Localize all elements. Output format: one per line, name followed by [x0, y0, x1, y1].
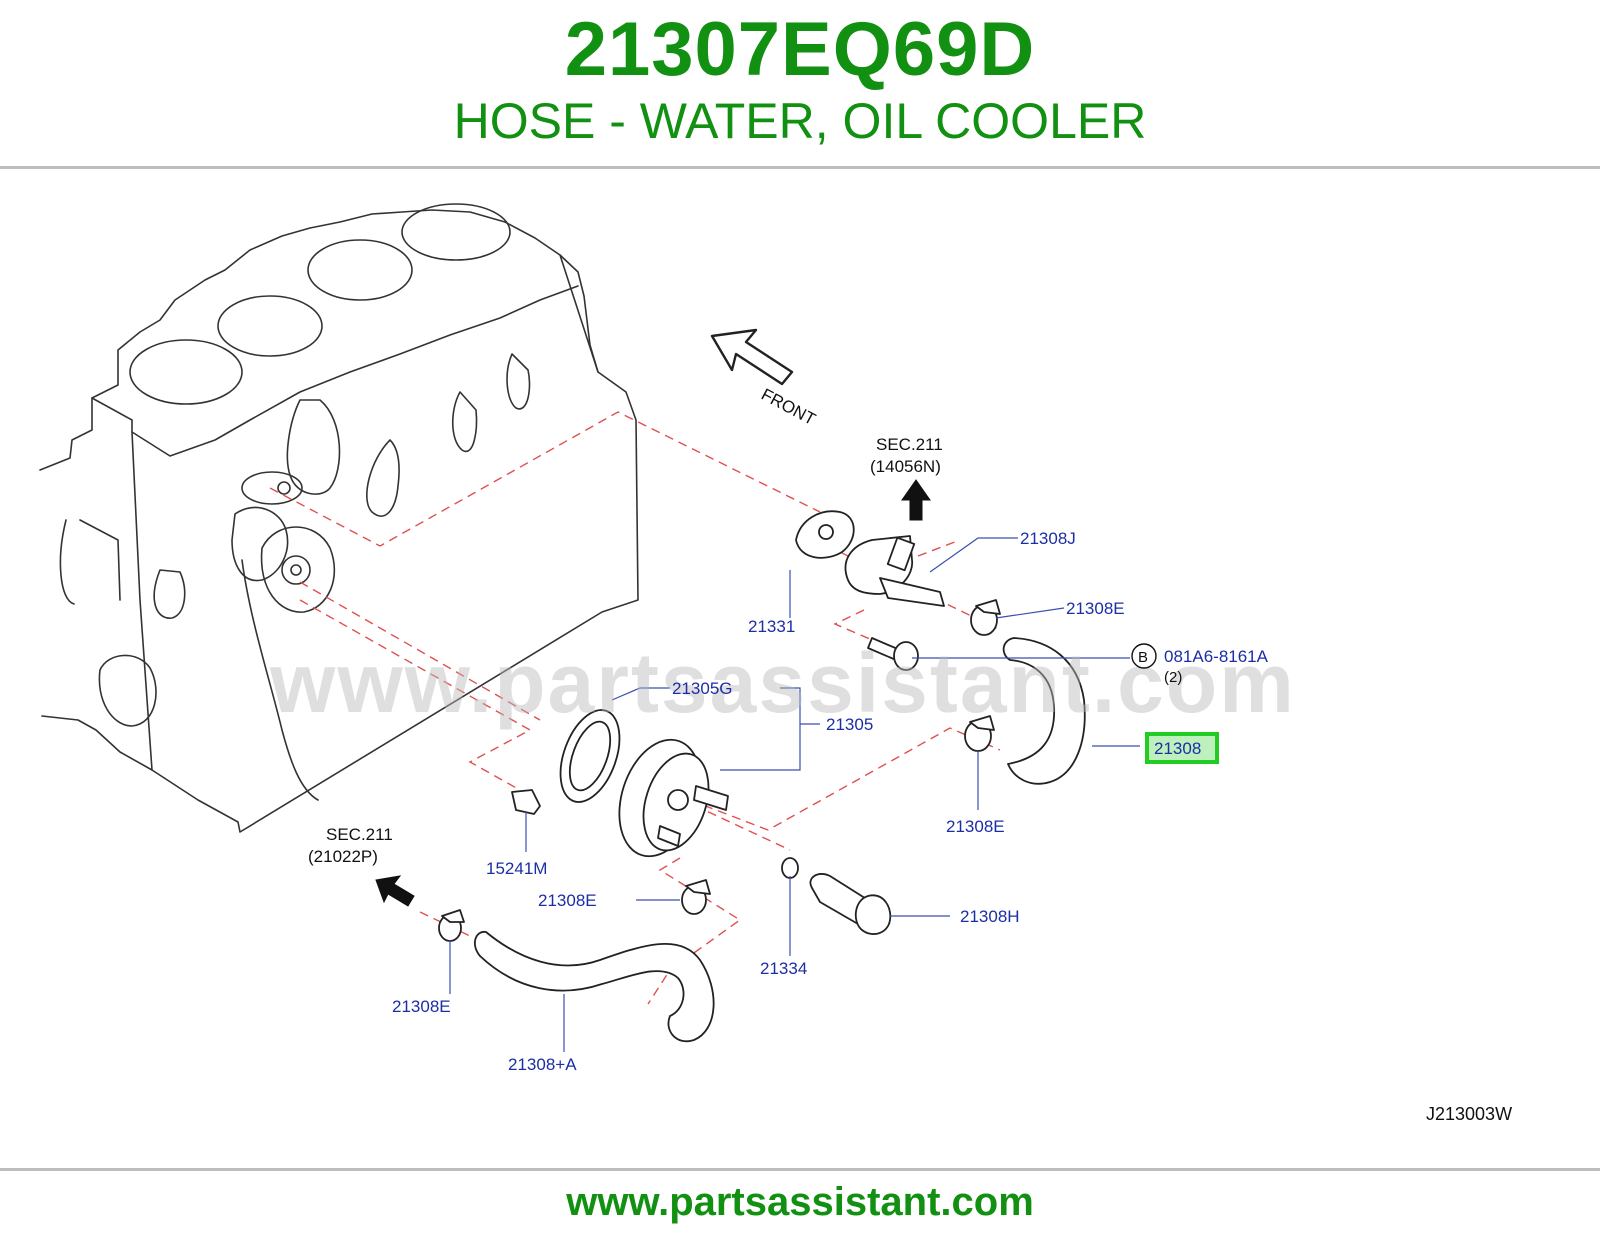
sec-left-arrow-icon [375, 875, 415, 907]
water-outlet-21331-part [795, 510, 945, 607]
label-21305G[interactable]: 21305G [672, 679, 733, 698]
label-21308J[interactable]: 21308J [1020, 529, 1076, 548]
label-21308A[interactable]: 21308+A [508, 1055, 577, 1074]
header-divider [0, 166, 1600, 169]
label-21308E-left[interactable]: 21308E [392, 997, 451, 1016]
plug-15241M-part [511, 789, 541, 815]
parts-diagram: www.partsassistant.com FRONT SEC.211 (14… [0, 170, 1600, 1166]
parts-diagram-svg: www.partsassistant.com FRONT SEC.211 (14… [39, 203, 1512, 1124]
label-081A6-qty: (2) [1164, 669, 1182, 686]
label-21308E-top[interactable]: 21308E [1066, 599, 1125, 618]
bolt-081A6-part [867, 637, 919, 671]
oil-cooler-21305-part [618, 738, 729, 858]
label-21334[interactable]: 21334 [760, 959, 807, 978]
sec-left-line1: SEC.211 [326, 825, 393, 844]
label-21305[interactable]: 21305 [826, 715, 873, 734]
label-21308H[interactable]: 21308H [960, 907, 1020, 926]
sec-top-arrow-icon [901, 479, 931, 521]
drawing-code: J213003W [1426, 1104, 1512, 1124]
page-header: 21307EQ69D HOSE - WATER, OIL COOLER [0, 0, 1600, 168]
label-21308-highlighted[interactable]: 21308 [1154, 739, 1201, 758]
hose-clamp-21308E-lower-part [681, 879, 711, 915]
o-ring-21334-part [781, 857, 799, 879]
hose-clamp-21308E-mid-part [964, 715, 995, 752]
footer-divider [0, 1168, 1600, 1171]
seal-21305G-part [559, 709, 621, 803]
label-leader-lines [449, 537, 1140, 1052]
engine-block-drawing [39, 203, 639, 833]
label-081A6-8161A[interactable]: 081A6-8161A [1164, 647, 1269, 666]
hose-clamp-21308E-left-part [438, 909, 465, 942]
label-21331[interactable]: 21331 [748, 617, 795, 636]
footer-site-link[interactable]: www.partsassistant.com [566, 1180, 1034, 1224]
water-hose-21308A-part [473, 931, 715, 1043]
label-15241M[interactable]: 15241M [486, 859, 547, 878]
hose-clamp-21308E-top-part [970, 599, 1001, 636]
bolt-ref-circle [1131, 643, 1157, 669]
label-21308E-lower[interactable]: 21308E [538, 891, 597, 910]
part-number-title: 21307EQ69D [564, 7, 1036, 92]
water-hose-21308-part [1002, 637, 1086, 785]
front-arrow-icon [710, 328, 794, 386]
watermark: www.partsassistant.com [269, 636, 1296, 730]
sec-top-line2: (14056N) [870, 457, 941, 476]
sec-top-line1: SEC.211 [876, 435, 943, 454]
bolt-ref-letter: B [1138, 649, 1148, 666]
assembly-dashed-lines [269, 411, 1001, 1005]
sec-left-line2: (21022P) [308, 847, 378, 866]
connector-bolt-21308H-part [809, 873, 892, 935]
highlighted-part-box[interactable] [1145, 732, 1219, 764]
part-name-subtitle: HOSE - WATER, OIL COOLER [453, 93, 1147, 149]
front-label: FRONT [758, 385, 819, 429]
label-21308E-mid[interactable]: 21308E [946, 817, 1005, 836]
